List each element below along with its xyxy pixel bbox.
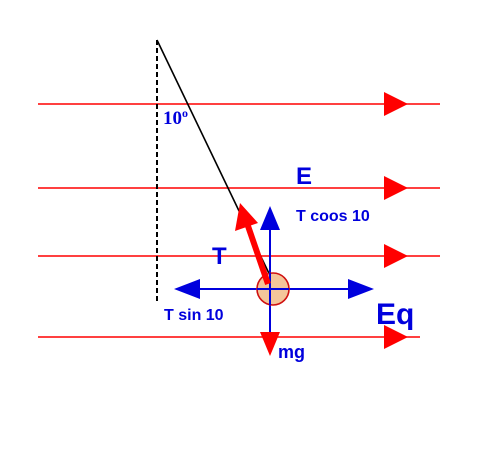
field-line-1-arrowhead bbox=[384, 92, 408, 116]
t-cos-label: T coos 10 bbox=[296, 208, 370, 225]
t-cos-arrowhead bbox=[260, 206, 280, 230]
field-line-4-arrowhead bbox=[384, 325, 408, 349]
tension-arrowhead bbox=[235, 203, 258, 231]
field-line-3-arrowhead bbox=[384, 244, 408, 268]
field-label: E bbox=[296, 163, 312, 190]
mg-arrowhead bbox=[260, 332, 280, 356]
field-line-2-arrowhead bbox=[384, 176, 408, 200]
angle-label: 10o bbox=[163, 106, 188, 129]
eq-arrowhead bbox=[348, 279, 374, 299]
t-sin-label: T sin 10 bbox=[164, 307, 224, 324]
angle-unit: o bbox=[182, 106, 188, 120]
electric-field-lines bbox=[38, 92, 440, 349]
gravity-label: mg bbox=[278, 342, 305, 362]
eq-label: Eq bbox=[376, 298, 414, 331]
angle-value: 10 bbox=[163, 108, 182, 129]
t-sin-arrowhead bbox=[174, 279, 200, 299]
tension-arrow-shaft bbox=[245, 225, 271, 285]
tension-label: T bbox=[212, 243, 227, 270]
